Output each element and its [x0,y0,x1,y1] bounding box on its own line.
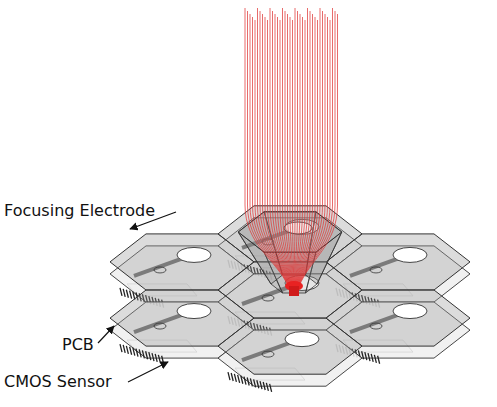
hex-tile [218,318,362,392]
aperture [177,247,211,262]
hex-tiles [110,8,470,392]
via-hole [370,267,382,273]
aperture [393,304,427,319]
readout-bar [134,258,184,276]
readout-bar [242,342,292,360]
aperture [285,332,319,347]
leader-line [128,362,168,382]
coil-connector [228,372,272,392]
readout-bar [350,258,400,276]
via-hole [262,295,274,301]
readout-bar [350,314,400,332]
readout-bar [134,314,184,332]
via-hole [154,267,166,273]
aperture [177,304,211,319]
part-label: Focusing Electrode [4,202,155,220]
field-lines [245,8,338,296]
via-hole [370,323,382,329]
coil-connector [120,344,164,364]
leader-line [98,326,114,343]
hex-tile [218,8,362,336]
via-hole [262,351,274,357]
part-label: CMOS Sensor [4,373,112,391]
focusing-electrode [218,318,362,374]
aperture [393,247,427,262]
leader-lines [98,212,176,382]
part-label: PCB [62,336,94,354]
via-hole [154,323,166,329]
